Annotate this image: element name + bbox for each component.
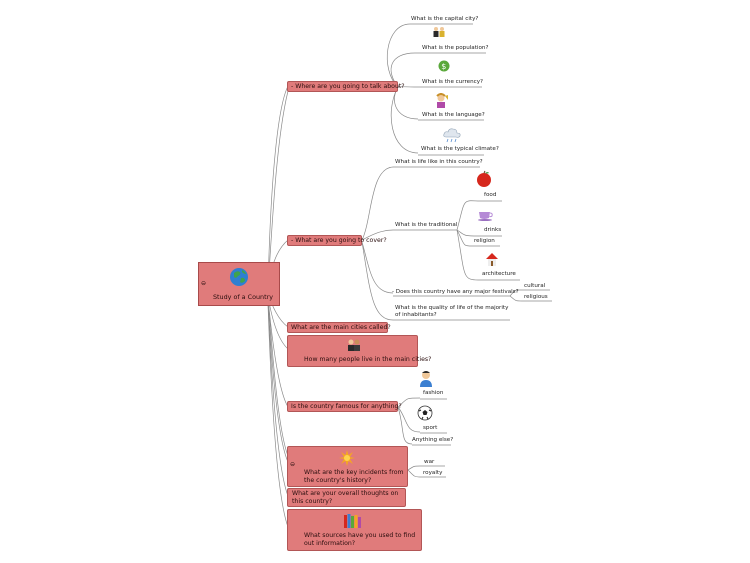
leaf-language[interactable]: What is the language?	[422, 112, 485, 118]
leaf-capital[interactable]: What is the capital city?	[411, 16, 479, 22]
topic-where-label: - Where are you going to talk about?	[291, 83, 405, 90]
topic-cities[interactable]: What are the main cities called?	[287, 322, 391, 333]
collapse-toggle[interactable]: ⊖	[290, 461, 296, 468]
topic-history[interactable]: ⊖ What are the key incidents from the co…	[287, 446, 408, 487]
leaf-war[interactable]: war	[424, 459, 435, 465]
svg-text:$: $	[441, 62, 446, 71]
leaf-royalty[interactable]: royalty	[423, 470, 443, 476]
leaf-drinks[interactable]: drinks	[484, 227, 502, 233]
leaf-architecture[interactable]: architecture	[482, 271, 516, 277]
cloud-icon	[443, 128, 461, 143]
speaker-icon	[436, 93, 448, 108]
dollar-icon: $	[438, 60, 450, 72]
people-icon	[348, 339, 360, 351]
leaf-festivals[interactable]: - Does this country have any major festi…	[392, 289, 519, 295]
leaf-currency[interactable]: What is the currency?	[422, 79, 484, 85]
topic-history-label: What are the key incidents from the coun…	[304, 469, 404, 484]
leaf-quality[interactable]: What is the quality of life of the major…	[395, 305, 509, 318]
topic-where[interactable]: - Where are you going to talk about?	[287, 81, 405, 92]
leaf-food[interactable]: food	[484, 192, 497, 198]
topic-cover[interactable]: - What are you going to cover?	[287, 235, 387, 246]
collapse-toggle[interactable]: ⊖	[201, 280, 207, 287]
root-node[interactable]: ⊖ Study of a Country	[198, 262, 280, 306]
leaf-population[interactable]: What is the population?	[422, 45, 489, 51]
books-icon	[344, 514, 361, 528]
topic-sources[interactable]: What sources have you used to find out i…	[287, 509, 422, 551]
topic-people-cities[interactable]: How many people live in the main cities?	[287, 335, 431, 367]
globe-icon	[230, 268, 248, 286]
topic-cover-label: - What are you going to cover?	[291, 237, 387, 244]
leaf-religious[interactable]: religious	[524, 294, 548, 300]
leaf-religion[interactable]: religion	[474, 238, 495, 244]
leaf-life[interactable]: What is life like in this country?	[395, 159, 483, 165]
topic-thoughts-label: What are your overall thoughts on this c…	[292, 490, 399, 505]
topic-sources-label: What sources have you used to find out i…	[304, 532, 416, 547]
leaf-sport[interactable]: sport	[423, 425, 438, 431]
root-label: Study of a Country	[213, 293, 274, 301]
topic-people-cities-label: How many people live in the main cities?	[304, 356, 432, 363]
topic-famous[interactable]: Is the country famous for anything?	[287, 401, 402, 412]
person-icon	[420, 371, 432, 387]
football-icon	[417, 405, 433, 421]
cup-icon	[478, 212, 493, 221]
people-icon	[433, 27, 445, 37]
explosion-icon	[339, 450, 355, 466]
topic-cities-label: What are the main cities called?	[291, 324, 391, 331]
leaf-traditional[interactable]: What is the traditional	[395, 222, 458, 228]
topic-famous-label: Is the country famous for anything?	[291, 403, 402, 410]
leaf-fashion[interactable]: fashion	[423, 390, 444, 396]
leaf-anything-else[interactable]: Anything else?	[412, 437, 454, 443]
apple-icon	[477, 170, 491, 187]
house-icon	[486, 253, 498, 266]
topic-thoughts[interactable]: What are your overall thoughts on this c…	[287, 488, 406, 507]
leaf-cultural[interactable]: cultural	[524, 283, 546, 289]
leaf-climate[interactable]: What is the typical climate?	[421, 146, 499, 152]
